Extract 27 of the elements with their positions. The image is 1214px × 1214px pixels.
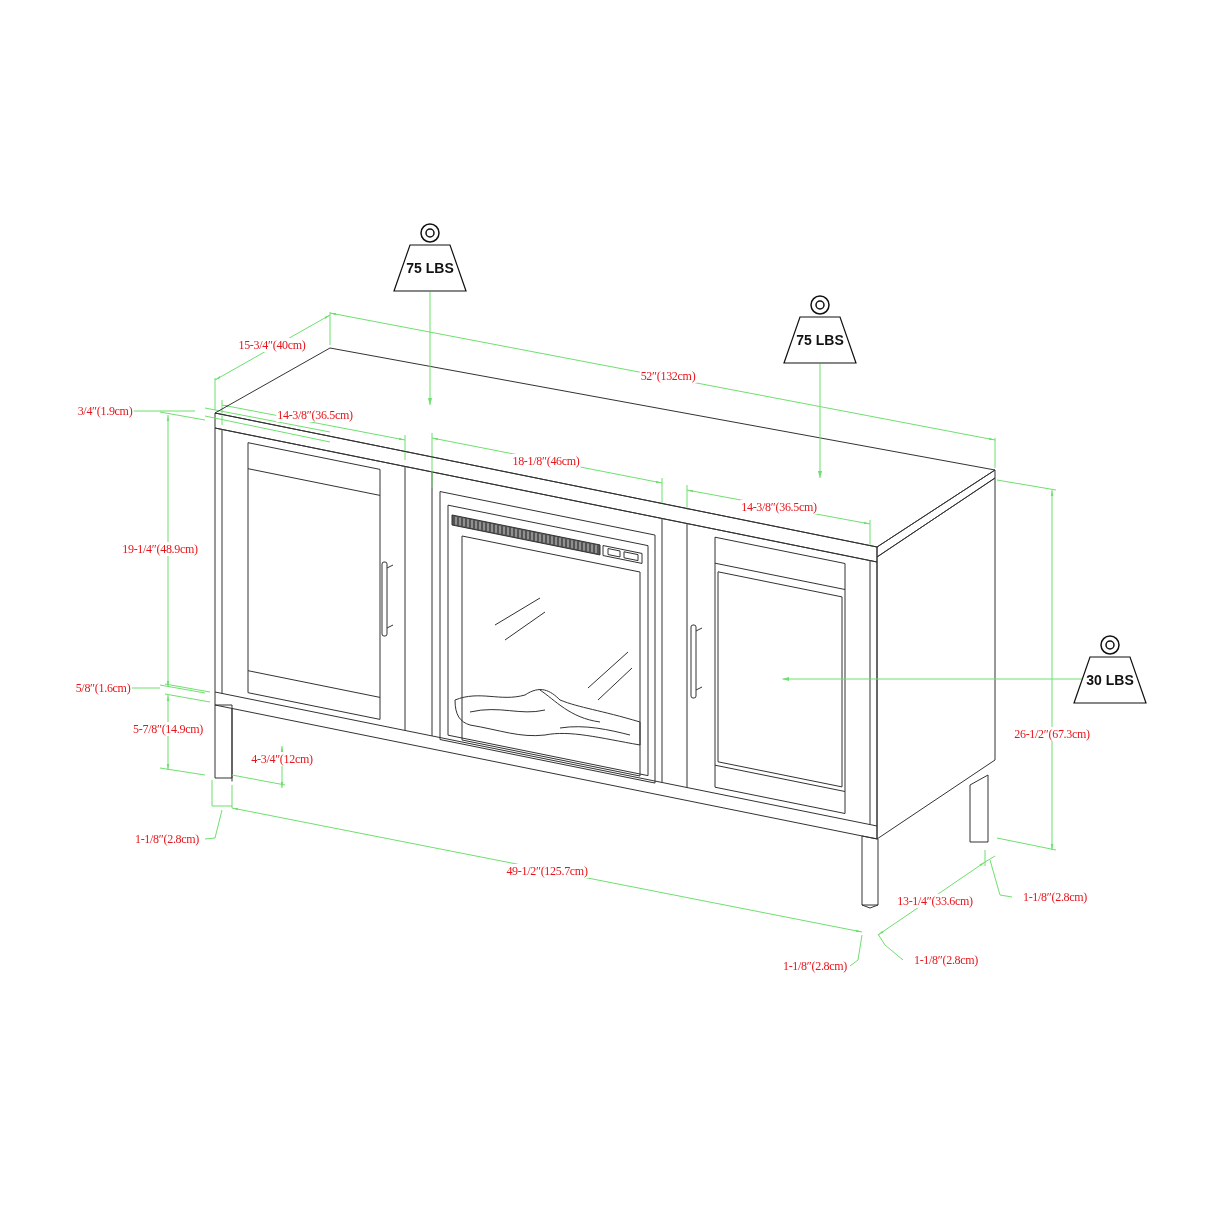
cabinet-door-panel bbox=[717, 571, 843, 788]
weight-label: 75 LBS bbox=[795, 332, 845, 348]
dimension-label: 15-3/4″(40cm) bbox=[237, 338, 307, 352]
dimension-label: 14-3/8″(36.5cm) bbox=[276, 408, 354, 422]
dimension-label: 13-1/4″(33.6cm) bbox=[896, 894, 974, 908]
arrow bbox=[817, 363, 823, 479]
weight-tag bbox=[1073, 634, 1147, 704]
dimension-label: 1-1/8″(2.8cm) bbox=[912, 953, 980, 967]
weight-label: 30 LBS bbox=[1085, 672, 1135, 688]
arrow bbox=[782, 676, 1083, 682]
dimension-label: 49-1/2″(125.7cm) bbox=[505, 864, 589, 878]
dimension-label: 18-1/8″(46cm) bbox=[511, 454, 581, 468]
dimension-label: 1-1/8″(2.8cm) bbox=[1021, 890, 1089, 904]
dimension-label: 5-7/8″(14.9cm) bbox=[132, 722, 204, 736]
dimension-label: 1-1/8″(2.8cm) bbox=[781, 959, 849, 973]
dimension-label: 5/8″(1.6cm) bbox=[74, 681, 132, 695]
weight-tag bbox=[783, 294, 857, 364]
dimension-label: 19-1/4″(48.9cm) bbox=[121, 542, 199, 556]
arrow bbox=[427, 291, 433, 406]
dimension-label: 1-1/8″(2.8cm) bbox=[133, 832, 201, 846]
dimension-label: 14-3/8″(36.5cm) bbox=[740, 500, 818, 514]
dimension-label: 4-3/4″(12cm) bbox=[250, 752, 314, 766]
weight-label: 75 LBS bbox=[405, 260, 455, 276]
dimension-label: 52″(132cm) bbox=[639, 369, 697, 383]
dimension-label: 26-1/2″(67.3cm) bbox=[1013, 727, 1091, 741]
weight-tag bbox=[393, 222, 467, 292]
dimension-label: 3/4″(1.9cm) bbox=[76, 404, 134, 418]
